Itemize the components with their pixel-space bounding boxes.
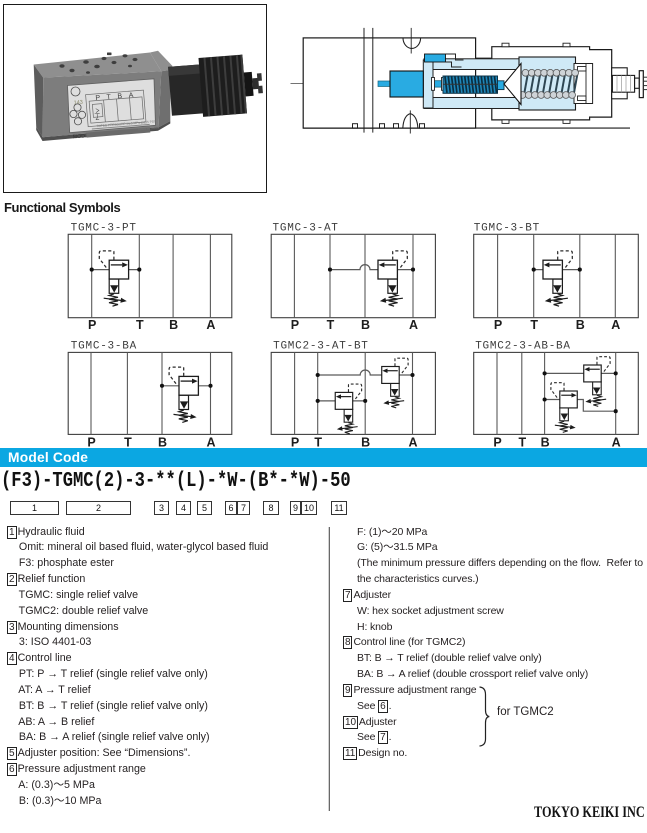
svg-text:P: P	[291, 436, 299, 450]
svg-text:B: B	[541, 436, 550, 450]
svg-text:P: P	[88, 318, 96, 332]
svg-text:A: A	[612, 436, 621, 450]
svg-text:B: B	[361, 436, 370, 450]
svg-text:RATED PRESSURE 21.5 MPa (3115: RATED PRESSURE 21.5 MPa (3115 PSI)	[96, 119, 156, 128]
svg-text:MOD.: MOD.	[73, 133, 87, 140]
svg-text:B: B	[169, 318, 178, 332]
svg-text:TGMC2-3-AB-BA: TGMC2-3-AB-BA	[475, 340, 571, 352]
svg-text:T: T	[530, 318, 538, 332]
svg-text:P: P	[493, 436, 501, 450]
svg-text:TGMC-3-BT: TGMC-3-BT	[474, 222, 540, 234]
svg-text:P: P	[87, 436, 95, 450]
svg-text:B: B	[576, 318, 585, 332]
svg-text:T: T	[136, 318, 144, 332]
svg-text:P: P	[291, 318, 299, 332]
svg-text:TGMC-3-PT: TGMC-3-PT	[71, 222, 137, 234]
svg-text:TGMC-3-AT: TGMC-3-AT	[273, 222, 339, 234]
svg-text:A: A	[206, 318, 215, 332]
svg-text:A: A	[409, 318, 418, 332]
svg-text:A: A	[611, 318, 620, 332]
svg-text:TGMC2-3-AT-BT: TGMC2-3-AT-BT	[273, 340, 369, 352]
svg-text:TGMC-3-BA: TGMC-3-BA	[71, 340, 137, 352]
svg-text:B: B	[158, 436, 167, 450]
svg-text:T: T	[314, 436, 322, 450]
svg-text:T: T	[327, 318, 335, 332]
svg-text:PTBA: PTBA	[95, 92, 140, 103]
svg-text:T: T	[518, 436, 526, 450]
svg-text:B: B	[361, 318, 370, 332]
svg-text:P: P	[494, 318, 502, 332]
svg-text:T: T	[124, 436, 132, 450]
svg-text:A: A	[206, 436, 215, 450]
svg-text:MADE IN JAPAN: MADE IN JAPAN	[138, 126, 160, 132]
svg-text:A: A	[408, 436, 417, 450]
svg-text:143: 143	[74, 100, 84, 107]
